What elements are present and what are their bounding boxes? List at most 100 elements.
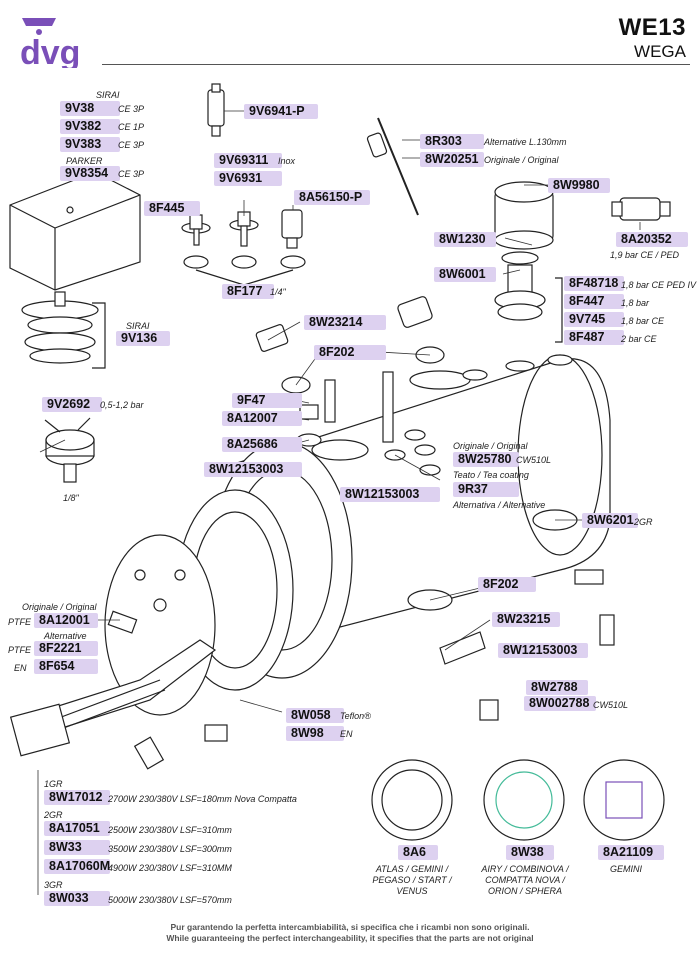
- part-8W002788[interactable]: 8W002788: [524, 696, 596, 711]
- manufacturer-subtitle: WEGA: [634, 42, 686, 61]
- part-8R303[interactable]: 8R303: [420, 134, 484, 149]
- part-9V38[interactable]: 9V38: [60, 101, 120, 116]
- gasket-ring-icon: [183, 255, 306, 269]
- part-8W23214[interactable]: 8W23214: [304, 315, 386, 330]
- part-8W1230[interactable]: 8W1230: [434, 232, 496, 247]
- part-9F47[interactable]: 9F47: [232, 393, 302, 408]
- part-8A17060M[interactable]: 8A17060M: [44, 859, 110, 874]
- diaphragm-icon: [21, 291, 99, 364]
- part-8W33[interactable]: 8W33: [44, 840, 110, 855]
- note-3gr: 3GR: [44, 880, 63, 890]
- part-8F2221[interactable]: 8F2221: [34, 641, 98, 656]
- part-8W20251[interactable]: 8W20251: [420, 152, 484, 167]
- flange-icon: [104, 441, 353, 716]
- part-8A17051[interactable]: 8A17051: [44, 821, 110, 836]
- note-alternative-130: Alternative L.130mm: [484, 137, 567, 147]
- gauge-models-2: AIRY / COMBINOVA / COMPATTA NOVA / ORION…: [481, 864, 569, 896]
- part-9V382[interactable]: 9V382: [60, 119, 120, 134]
- note-ce1p: CE 1P: [118, 122, 145, 132]
- note-res-17012: 2700W 230/380V LSF=180mm Nova Compatta: [108, 794, 297, 804]
- safety-valve-icon: [494, 264, 546, 321]
- part-8W38[interactable]: 8W38: [506, 845, 554, 860]
- note-cw510l-2: CW510L: [593, 700, 629, 710]
- part-8W23215[interactable]: 8W23215: [492, 612, 560, 627]
- part-9V69311[interactable]: 9V69311: [214, 153, 282, 168]
- note-bar-18-ped: 1,8 bar CE PED IV: [621, 280, 697, 290]
- gauge-models-3: GEMINI: [609, 864, 642, 874]
- part-8W058[interactable]: 8W058: [286, 708, 344, 723]
- footer-note-en: While guaranteeing the perfect interchan…: [166, 933, 534, 943]
- part-8A56150-P[interactable]: 8A56150-P: [294, 190, 370, 205]
- part-8F487[interactable]: 8F487: [564, 330, 624, 345]
- note-alternative-2: Alternative: [44, 631, 87, 641]
- note-en: EN: [14, 663, 27, 673]
- part-8A20352[interactable]: 8A20352: [616, 232, 688, 247]
- part-9V8354[interactable]: 9V8354: [60, 166, 120, 181]
- footer-note-it: Pur garantendo la perfetta intercambiabi…: [170, 922, 530, 932]
- part-8A12001[interactable]: 8A12001: [34, 613, 98, 628]
- part-8F447[interactable]: 8F447: [564, 294, 624, 309]
- part-8A25686[interactable]: 8A25686: [222, 437, 302, 452]
- part-8W6201[interactable]: 8W6201: [582, 513, 638, 528]
- note-eighth-inch: 1/8": [63, 493, 79, 503]
- note-inox: Inox: [278, 156, 296, 166]
- note-quarter-inch: 1/4": [270, 287, 286, 297]
- part-8F654[interactable]: 8F654: [34, 659, 98, 674]
- part-8F445[interactable]: 8F445: [144, 201, 200, 216]
- note-1gr: 1GR: [44, 779, 63, 789]
- note-original-1: Originale / Original: [484, 155, 559, 165]
- note-en-2: EN: [340, 729, 353, 739]
- anti-vacuum-valve-icon: [611, 197, 671, 221]
- gauge-models-1: ATLAS / GEMINI / PEGASO / START / VENUS: [372, 864, 452, 896]
- valve-icon: [207, 83, 225, 137]
- note-bar-2-ce: 2 bar CE: [621, 334, 657, 344]
- part-8W17012[interactable]: 8W17012: [44, 790, 110, 805]
- part-8W033[interactable]: 8W033: [44, 891, 110, 906]
- part-9V745[interactable]: 9V745: [564, 312, 624, 327]
- part-9V6931[interactable]: 9V6931: [214, 171, 282, 186]
- part-8F202[interactable]: 8F202: [314, 345, 386, 360]
- part-8W6001[interactable]: 8W6001: [434, 267, 496, 282]
- note-2gr: 2GR: [634, 517, 653, 527]
- note-cw510l: CW510L: [516, 455, 552, 465]
- part-8F202-right[interactable]: 8F202: [478, 577, 536, 592]
- part-9R37[interactable]: 9R37: [453, 482, 519, 497]
- part-8A21109[interactable]: 8A21109: [598, 845, 664, 860]
- part-8W12153003-right[interactable]: 8W12153003: [498, 643, 588, 658]
- part-9V6941-P[interactable]: 9V6941-P: [244, 104, 318, 119]
- note-res-033: 5000W 230/380V LSF=570mm: [108, 895, 232, 905]
- logo-text: dvg: [20, 34, 80, 68]
- part-8W12153003-lower[interactable]: 8W12153003: [340, 487, 440, 502]
- part-8W98[interactable]: 8W98: [286, 726, 344, 741]
- part-8A6[interactable]: 8A6: [398, 845, 438, 860]
- note-ptfe-2: PTFE: [8, 645, 32, 655]
- pressostat-icon: [44, 417, 95, 483]
- part-8F177[interactable]: 8F177: [222, 284, 274, 299]
- note-res-33: 3500W 230/380V LSF=300mm: [108, 844, 232, 854]
- part-8W9980[interactable]: 8W9980: [548, 178, 610, 193]
- part-9V2692[interactable]: 9V2692: [42, 397, 102, 412]
- note-original-2: Originale / Original: [453, 441, 528, 451]
- part-8F48718[interactable]: 8F48718: [564, 276, 624, 291]
- dvg-logo: dvg: [20, 12, 100, 73]
- note-sirai-2: SIRAI: [126, 321, 150, 331]
- note-parker: PARKER: [66, 156, 103, 166]
- solenoid-icon: [494, 181, 554, 250]
- part-8A12007[interactable]: 8A12007: [222, 411, 302, 426]
- note-ce3p-2: CE 3P: [118, 140, 145, 150]
- vacuum-valve-icon: [181, 209, 303, 249]
- note-teato: Teato / Tea coating: [453, 470, 529, 480]
- note-bar-18: 1,8 bar: [621, 298, 650, 308]
- part-8W12153003[interactable]: 8W12153003: [204, 462, 302, 477]
- note-ptfe: PTFE: [8, 617, 32, 627]
- note-res-17051: 2500W 230/380V LSF=310mm: [108, 825, 232, 835]
- note-bar-18-ce: 1,8 bar CE: [621, 316, 665, 326]
- pressure-switch-icon: [9, 171, 141, 291]
- part-9V383[interactable]: 9V383: [60, 137, 120, 152]
- part-9V136[interactable]: 9V136: [116, 331, 170, 346]
- note-ce3p: CE 3P: [118, 104, 145, 114]
- part-8W2788[interactable]: 8W2788: [526, 680, 588, 695]
- note-2gr-b: 2GR: [44, 810, 63, 820]
- part-8W25780[interactable]: 8W25780: [453, 452, 519, 467]
